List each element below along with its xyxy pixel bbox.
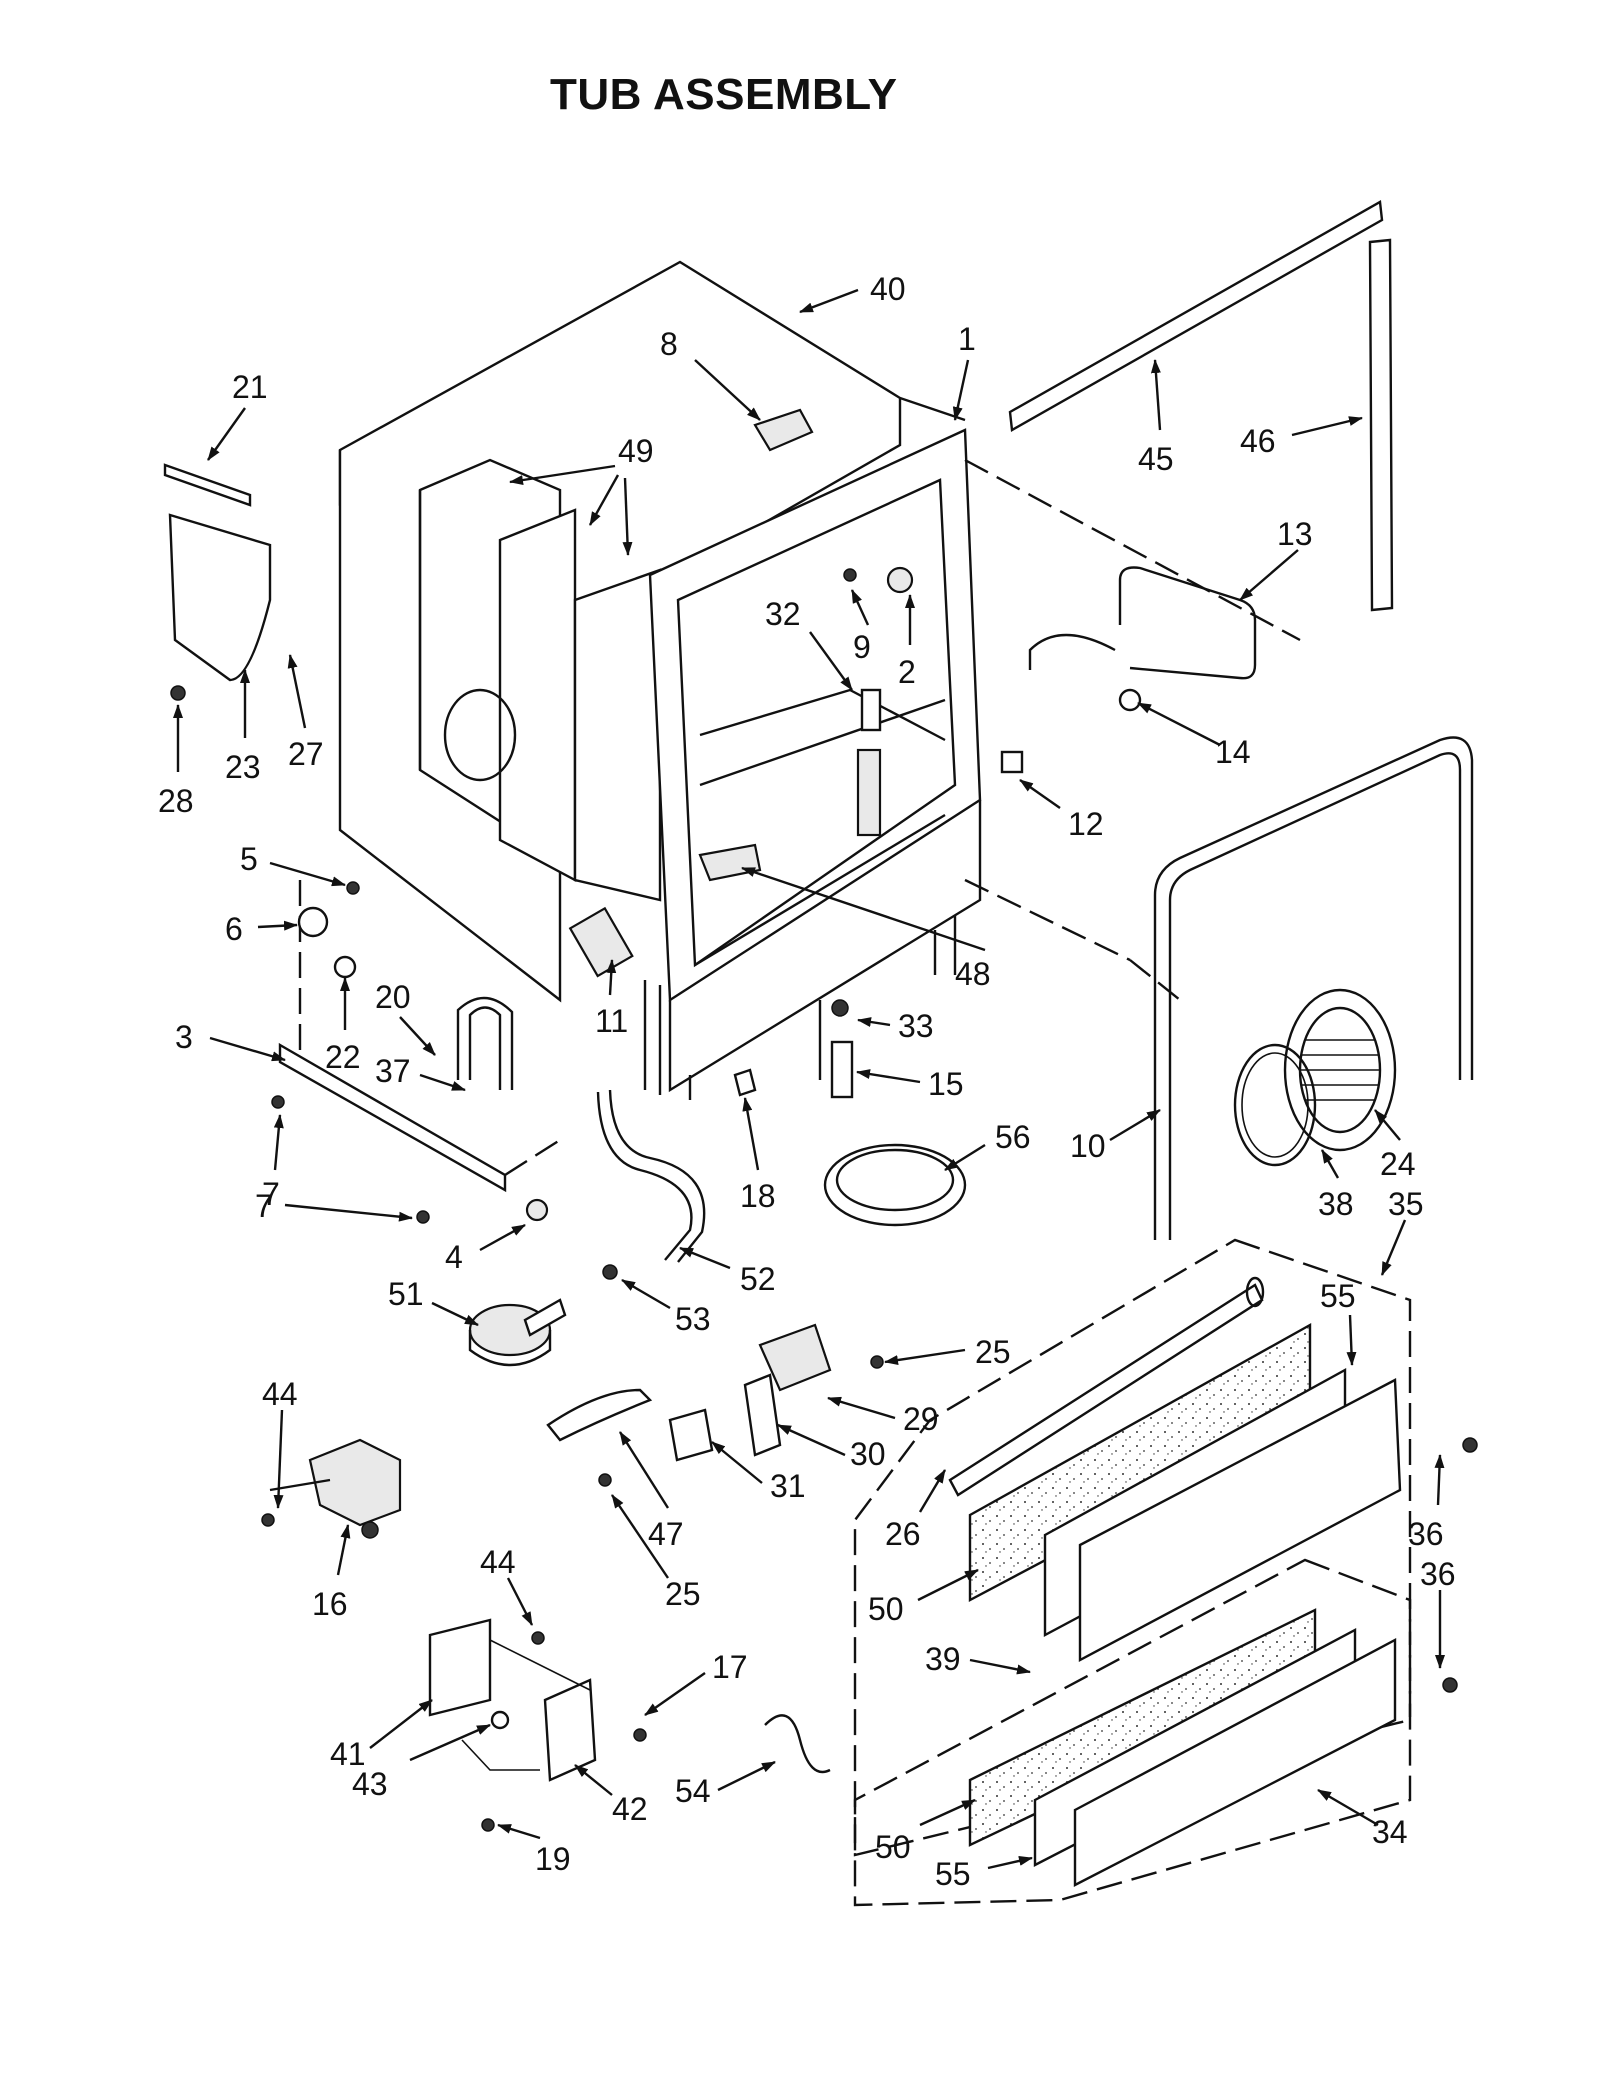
callout-c12: 12 xyxy=(1068,806,1104,842)
callout-c26: 26 xyxy=(885,1516,921,1552)
callout-c49: 49 xyxy=(618,433,654,469)
callout-c42: 42 xyxy=(612,1791,648,1827)
diagram-title: TUB ASSEMBLY xyxy=(550,70,898,119)
callout-c18: 18 xyxy=(740,1178,776,1214)
upper-insulation xyxy=(948,1276,1402,1662)
callout-c36a: 36 xyxy=(1408,1516,1444,1552)
callout-c45: 45 xyxy=(1138,441,1174,477)
bracket-42 xyxy=(543,1678,597,1782)
callouts: 40 1 8 45 46 21 49 13 32 9 2 14 28 23 27 xyxy=(158,271,1456,1892)
callout-c48: 48 xyxy=(955,956,991,992)
callout-c14: 14 xyxy=(1215,734,1251,770)
fill-tube xyxy=(1028,566,1257,680)
callout-c37: 37 xyxy=(375,1053,411,1089)
water-valve xyxy=(269,1438,402,1539)
callout-c35: 35 xyxy=(1388,1186,1424,1222)
callout-c44a: 44 xyxy=(262,1376,298,1412)
callout-c30: 30 xyxy=(850,1436,886,1472)
callout-c10: 10 xyxy=(1070,1128,1106,1164)
callout-c16: 16 xyxy=(312,1586,348,1622)
callout-c4: 4 xyxy=(445,1239,463,1275)
callout-c21: 21 xyxy=(232,369,268,405)
callout-c43: 43 xyxy=(352,1766,388,1802)
callout-c39: 39 xyxy=(925,1641,961,1677)
callout-c31: 31 xyxy=(770,1468,806,1504)
drain-hose xyxy=(596,1091,693,1261)
callout-c7b: 7 xyxy=(255,1188,273,1224)
callout-c2: 2 xyxy=(898,654,916,690)
callout-c25a: 25 xyxy=(975,1334,1011,1370)
tub-cabinet xyxy=(338,260,1301,1100)
callout-c8: 8 xyxy=(660,326,678,362)
callout-c33: 33 xyxy=(898,1008,934,1044)
callout-c6: 6 xyxy=(225,911,243,947)
callout-c15: 15 xyxy=(928,1066,964,1102)
callout-c56: 56 xyxy=(995,1119,1031,1155)
callout-c17: 17 xyxy=(712,1649,748,1685)
callout-c52: 52 xyxy=(740,1261,776,1297)
drain-pump xyxy=(468,1298,567,1367)
door-strip-side xyxy=(1368,238,1394,612)
latch-assembly xyxy=(668,1323,832,1462)
callout-c24: 24 xyxy=(1380,1146,1416,1182)
callout-c28: 28 xyxy=(158,783,194,819)
callout-c3: 3 xyxy=(175,1019,193,1055)
door-strip-top xyxy=(1008,200,1384,432)
callout-c13: 13 xyxy=(1277,516,1313,552)
callout-c29: 29 xyxy=(903,1401,939,1437)
callout-c5: 5 xyxy=(240,841,258,877)
drain-loop xyxy=(456,996,514,1090)
bracket-41 xyxy=(428,1618,492,1717)
callout-c1: 1 xyxy=(958,321,976,357)
callout-c47: 47 xyxy=(648,1516,684,1552)
callout-c19: 19 xyxy=(535,1841,571,1877)
spring-bracket xyxy=(546,1388,653,1442)
callout-c41: 41 xyxy=(330,1736,366,1772)
callout-c25b: 25 xyxy=(665,1576,701,1612)
door-gasket xyxy=(1153,736,1474,1240)
callout-c20: 20 xyxy=(375,979,411,1015)
callout-c50b: 50 xyxy=(875,1829,911,1865)
toe-panel-box-34 xyxy=(853,1558,1412,1907)
wire-clip xyxy=(764,1714,831,1774)
callout-c38: 38 xyxy=(1318,1186,1354,1222)
callout-c11: 11 xyxy=(595,1003,628,1039)
toe-panel-box-35 xyxy=(853,1238,1412,1857)
callout-c54: 54 xyxy=(675,1773,711,1809)
callout-c44b: 44 xyxy=(480,1544,516,1580)
callout-c55b: 55 xyxy=(935,1856,971,1892)
callout-c32: 32 xyxy=(765,596,801,632)
callout-c9: 9 xyxy=(853,629,871,665)
lower-insulation xyxy=(968,1608,1397,1887)
callout-c23: 23 xyxy=(225,749,261,785)
vent-ring xyxy=(1233,1043,1317,1167)
callout-c55a: 55 xyxy=(1320,1278,1356,1314)
pump-seal-ring xyxy=(823,1143,967,1227)
callout-c7a: 7 xyxy=(262,1176,280,1212)
callout-c53: 53 xyxy=(675,1301,711,1337)
callout-c40: 40 xyxy=(870,271,906,307)
callout-c22: 22 xyxy=(325,1039,361,1075)
vent-louvers xyxy=(1300,1039,1380,1101)
callout-c36b: 36 xyxy=(1420,1556,1456,1592)
callout-c50a: 50 xyxy=(868,1591,904,1627)
callout-c46: 46 xyxy=(1240,423,1276,459)
hinge-bracket xyxy=(753,408,814,452)
callout-c51: 51 xyxy=(388,1276,424,1312)
callout-c34: 34 xyxy=(1372,1814,1408,1850)
callout-c27: 27 xyxy=(288,736,324,772)
